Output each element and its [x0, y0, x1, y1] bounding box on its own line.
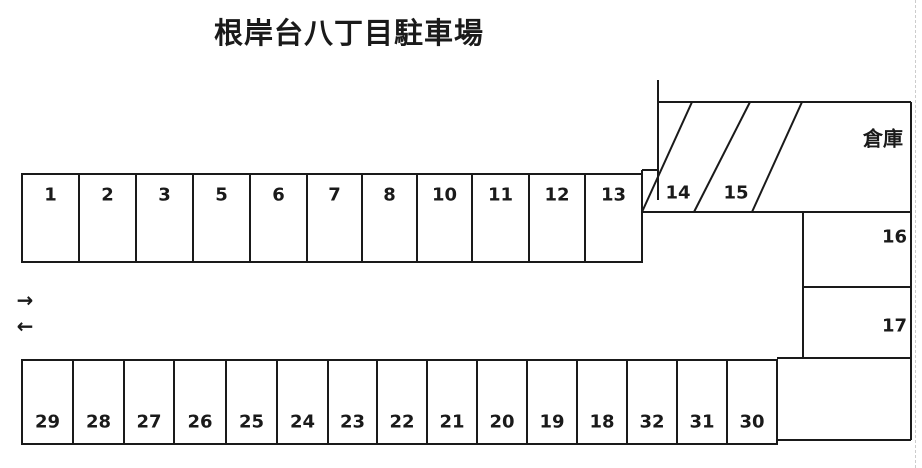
page-edge [915, 0, 922, 468]
parking-slot[interactable] [192, 173, 251, 263]
slot-label[interactable]: 1 [44, 184, 57, 206]
parking-slot[interactable] [21, 359, 74, 445]
parking-slot[interactable] [416, 173, 473, 263]
parking-slot[interactable] [676, 359, 728, 445]
parking-slot[interactable] [306, 173, 363, 263]
parking-slot[interactable] [78, 173, 137, 263]
parking-slot[interactable] [526, 359, 578, 445]
parking-slot[interactable] [576, 359, 628, 445]
slot-label[interactable]: 22 [389, 411, 415, 433]
slot-label[interactable]: 30 [739, 411, 765, 433]
bottom-row-slots [21, 359, 778, 445]
arrow-right-icon: → [16, 288, 34, 312]
slot-label[interactable]: 19 [539, 411, 565, 433]
parking-slot[interactable] [276, 359, 329, 445]
slot-label[interactable]: 5 [215, 184, 228, 206]
slot-label[interactable]: 2 [101, 184, 114, 206]
top-row-slots [21, 173, 643, 263]
parking-slot[interactable] [135, 173, 194, 263]
slot-16-label[interactable]: 16 [881, 226, 907, 248]
parking-slot[interactable] [376, 359, 428, 445]
slot-17-label[interactable]: 17 [881, 315, 907, 337]
slot-15-label[interactable]: 15 [723, 182, 749, 204]
slot-label[interactable]: 8 [383, 184, 396, 206]
right-slots [777, 212, 911, 441]
slot-14-label[interactable]: 14 [665, 182, 691, 204]
slot-label[interactable]: 24 [289, 411, 316, 433]
slot-label[interactable]: 26 [187, 411, 213, 433]
slot-label[interactable]: 11 [487, 184, 514, 206]
slot-label[interactable]: 32 [639, 411, 665, 433]
parking-slot[interactable] [123, 359, 175, 445]
slot-label[interactable]: 3 [158, 184, 171, 206]
parking-slot[interactable] [327, 359, 378, 445]
slanted-slots-area [585, 80, 912, 440]
slot-label[interactable]: 13 [600, 184, 627, 206]
slot-label[interactable]: 29 [34, 411, 61, 433]
slot-label[interactable]: 27 [136, 411, 162, 433]
slot-label[interactable]: 18 [589, 411, 615, 433]
parking-slot[interactable] [471, 173, 530, 263]
parking-slot[interactable] [726, 359, 778, 445]
parking-slot[interactable] [626, 359, 678, 445]
parking-slot[interactable] [249, 173, 308, 263]
arrow-left-icon: ← [16, 314, 34, 338]
parking-slot[interactable] [225, 359, 278, 445]
slot-label[interactable]: 7 [328, 184, 341, 206]
parking-slot[interactable] [476, 359, 528, 445]
slot-label[interactable]: 25 [238, 411, 265, 433]
parking-slot[interactable] [173, 359, 227, 445]
parking-slot[interactable] [21, 173, 80, 263]
parking-slot[interactable] [528, 173, 586, 263]
parking-slot[interactable] [72, 359, 125, 445]
slot-label[interactable]: 31 [689, 411, 715, 433]
slot-label[interactable]: 21 [439, 411, 465, 433]
page-title: 根岸台八丁目駐車場 [214, 16, 485, 50]
slot-label[interactable]: 12 [544, 184, 570, 206]
slot-label[interactable]: 23 [339, 411, 366, 433]
slot-label[interactable]: 20 [489, 411, 515, 433]
slot-label[interactable]: 28 [85, 411, 112, 433]
slot-label[interactable]: 6 [272, 184, 285, 206]
slot-label[interactable]: 10 [431, 184, 458, 206]
warehouse-label: 倉庫 [863, 126, 903, 151]
